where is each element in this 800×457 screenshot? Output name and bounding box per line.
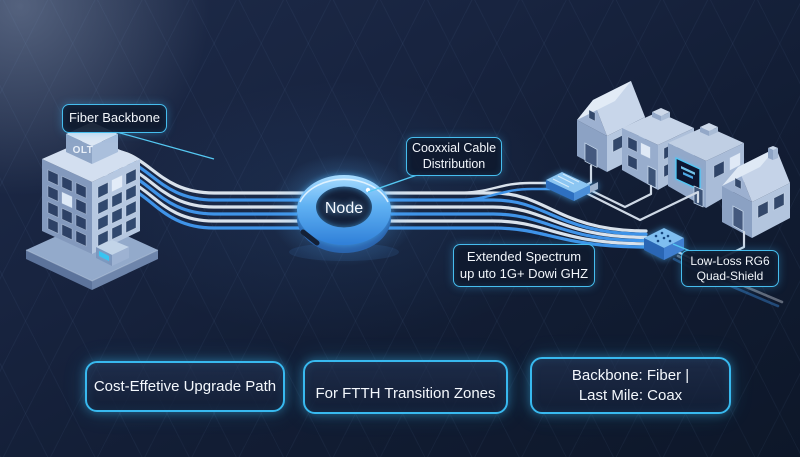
fiber-backbone-text: Fiber Backbone bbox=[68, 110, 161, 126]
footer-box1-text: Cost-Effetive Upgrade Path bbox=[93, 377, 277, 395]
rg6-callout: Low-Loss RG6 Quad-Shield bbox=[681, 250, 779, 287]
fiber-backbone-pointer bbox=[112, 130, 215, 160]
house-3-rooftop-unit bbox=[700, 123, 718, 136]
extended-spectrum-callout: Extended Spectrum up uto 1G+ Dowi GHZ bbox=[453, 244, 595, 287]
footer-box-upgrade-path: Cost-Effetive Upgrade Path bbox=[85, 361, 285, 412]
olt-windows-left bbox=[47, 169, 87, 247]
house-4-chimney bbox=[768, 146, 778, 160]
rg6-device bbox=[644, 228, 684, 260]
house-2-rooftop-unit bbox=[652, 108, 670, 121]
tap-device bbox=[546, 172, 598, 201]
node-ring bbox=[269, 154, 419, 266]
fiber-backbone-callout: Fiber Backbone bbox=[62, 104, 167, 133]
spectrum-line1: Extended Spectrum bbox=[466, 249, 582, 265]
footer-box-backbone-lastmile: Backbone: Fiber | Last Mile: Coax bbox=[530, 357, 731, 414]
coax-distribution-callout: Cooxxial Cable Distribution bbox=[406, 137, 502, 176]
rg6-line2: Quad-Shield bbox=[696, 268, 764, 283]
house-4 bbox=[722, 146, 790, 238]
house-2-door bbox=[647, 165, 657, 189]
spectrum-line2: up uto 1G+ Dowi GHZ bbox=[459, 265, 589, 281]
house-4-door bbox=[732, 205, 744, 232]
coax-line2: Distribution bbox=[422, 156, 486, 171]
house-3 bbox=[668, 123, 744, 208]
house-1-door bbox=[584, 142, 598, 168]
coax-line1: Cooxxial Cable bbox=[411, 140, 497, 155]
olt-windows-right bbox=[97, 168, 137, 247]
olt-entrance-kiosk bbox=[96, 240, 129, 266]
footer-box-ftth-zones: For FTTH Transition Zones bbox=[303, 360, 508, 414]
footer-box3-line2: Last Mile: Coax bbox=[578, 386, 683, 404]
olt-building bbox=[25, 122, 159, 290]
footer-box2-text: For FTTH Transition Zones bbox=[315, 384, 496, 402]
footer-box3-line1: Backbone: Fiber | bbox=[571, 367, 690, 384]
rg6-line1: Low-Loss RG6 bbox=[690, 253, 770, 268]
coax-pointer bbox=[367, 173, 421, 193]
